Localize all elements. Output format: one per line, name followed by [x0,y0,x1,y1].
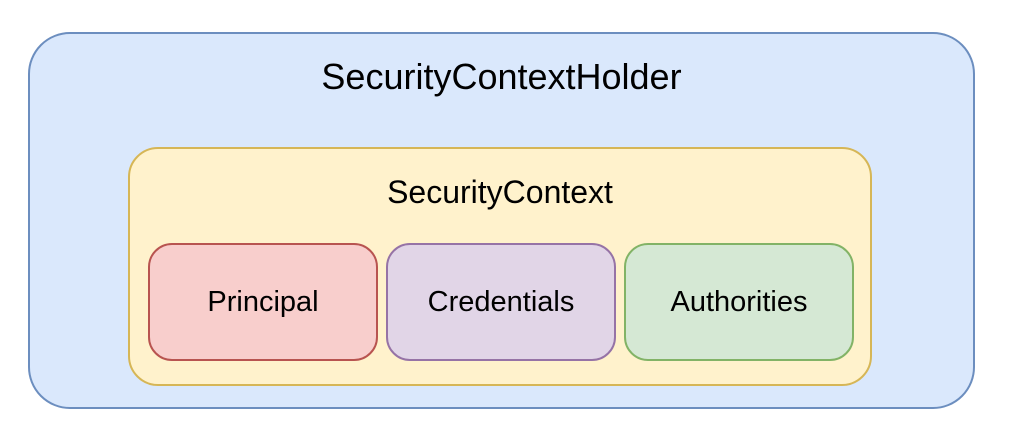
authorities-box: Authorities [624,243,854,361]
principal-label: Principal [207,286,319,318]
credentials-label: Credentials [427,286,575,318]
principal-box: Principal [148,243,378,361]
security-context-holder-box: SecurityContextHolder SecurityContext Pr… [28,32,975,409]
security-context-label: SecurityContext [387,174,613,210]
security-context-box: SecurityContext Principal Credentials Au… [128,147,872,386]
security-context-holder-label: SecurityContextHolder [321,56,682,97]
credentials-box: Credentials [386,243,616,361]
context-items-row: Principal Credentials Authorities [148,243,854,361]
authorities-label: Authorities [670,286,808,318]
